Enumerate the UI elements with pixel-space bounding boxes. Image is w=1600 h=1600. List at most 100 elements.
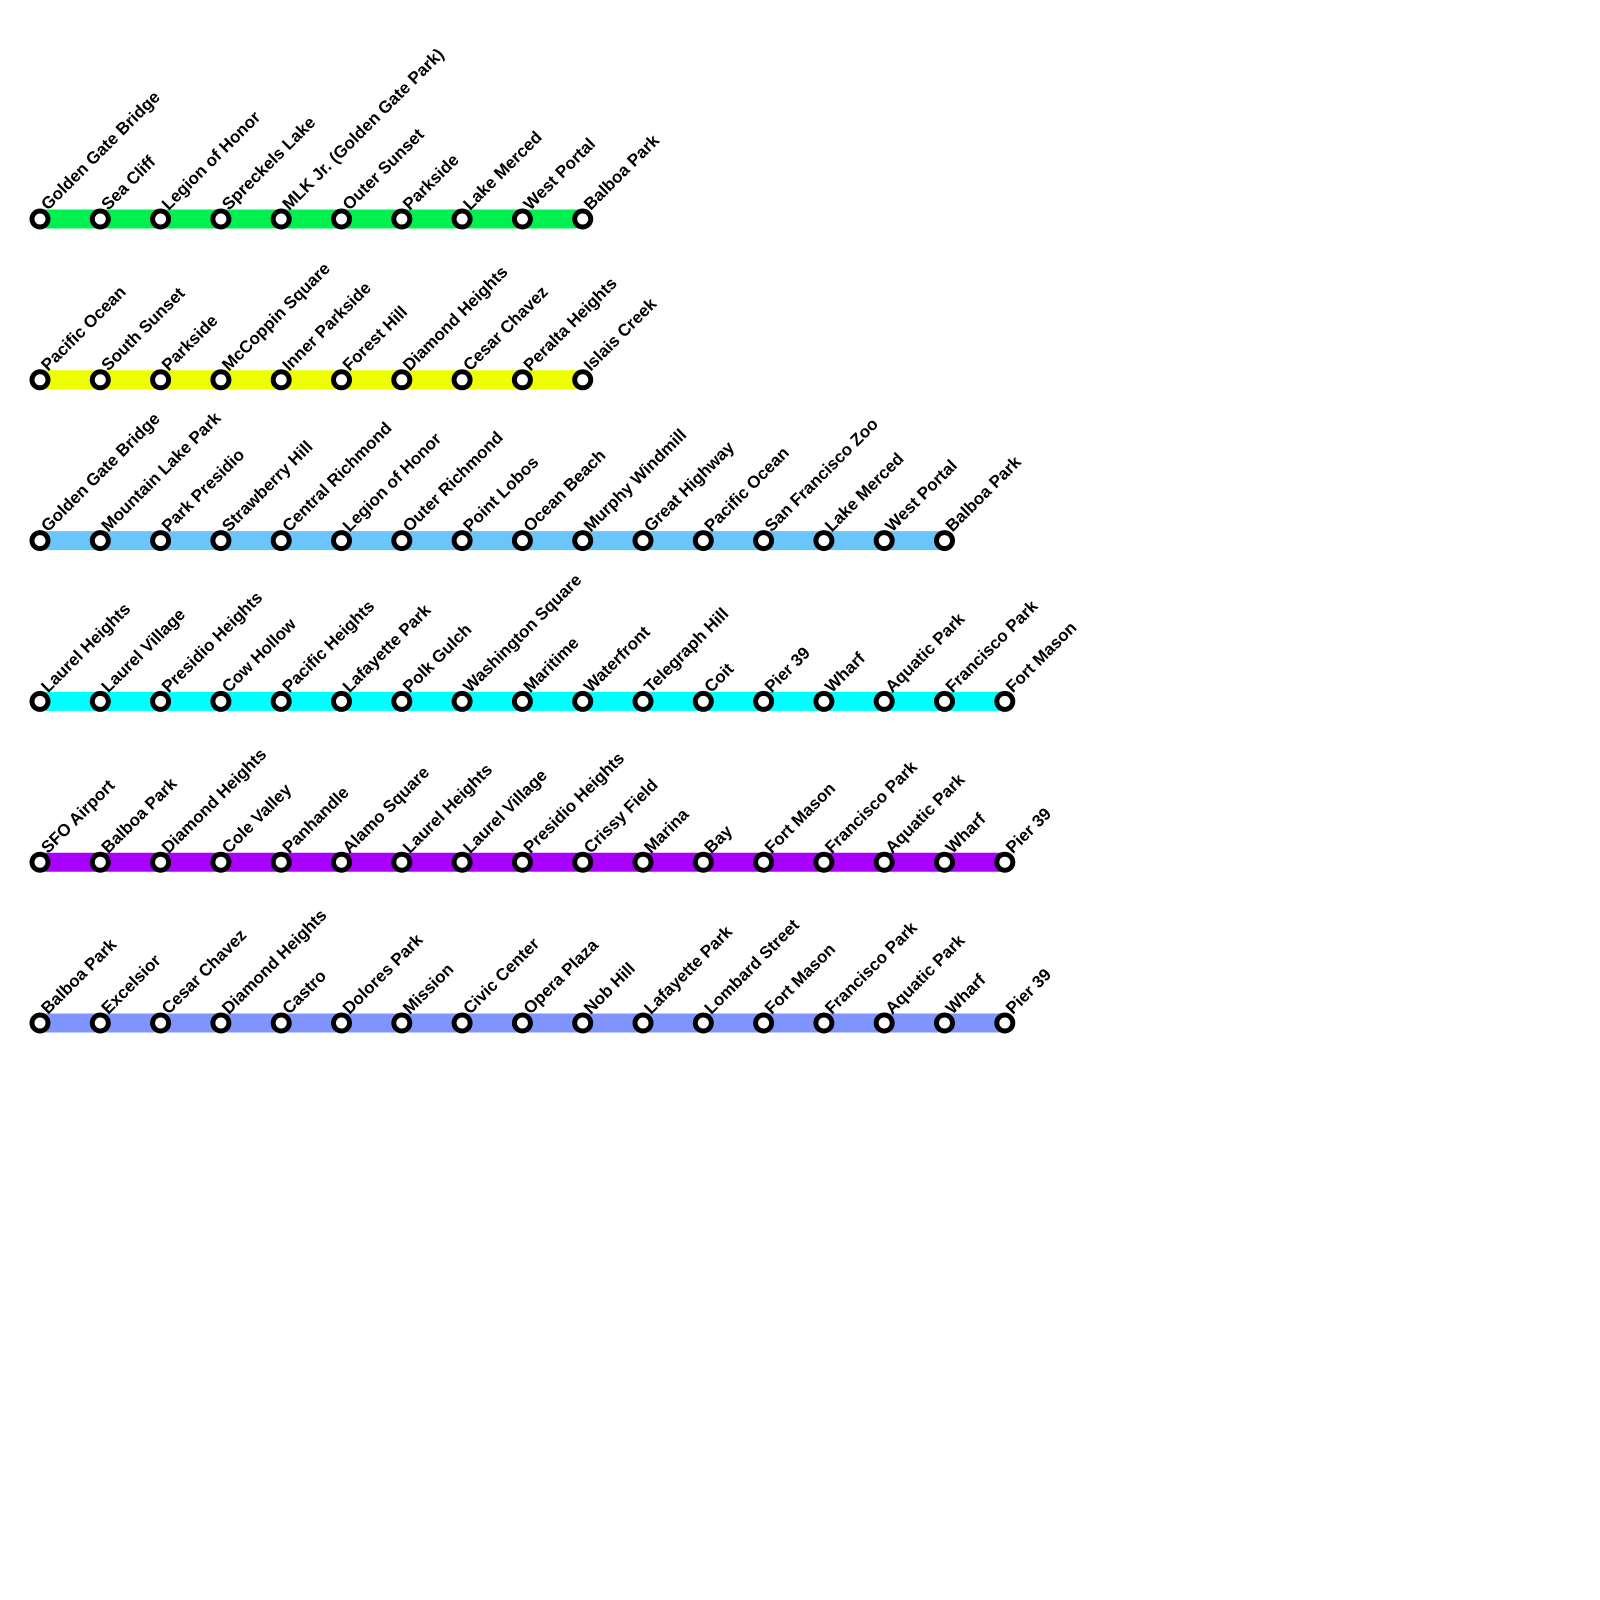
station-marker[interactable] [270,851,292,873]
station-marker[interactable] [331,1012,352,1034]
station-label: Murphy Windmill [580,425,690,535]
station-marker[interactable] [29,208,51,230]
station-marker[interactable] [89,851,111,873]
station-marker[interactable] [934,690,955,712]
station-marker[interactable] [150,208,172,230]
station-marker[interactable] [391,530,413,552]
station[interactable]: Presidio Heights [511,749,628,873]
station-marker[interactable] [391,369,413,391]
station-marker[interactable] [210,1012,232,1034]
station-marker[interactable] [270,530,292,552]
station-marker[interactable] [89,1012,111,1034]
station-marker[interactable] [210,690,232,712]
station-marker[interactable] [994,690,1016,712]
station-marker[interactable] [29,851,51,873]
station-marker[interactable] [331,690,352,712]
station-marker[interactable] [29,369,51,391]
station-marker[interactable] [391,1012,413,1034]
station-marker[interactable] [753,851,775,873]
station-marker[interactable] [873,1012,895,1034]
station-marker[interactable] [270,1012,292,1034]
station[interactable]: Legion of Honor [150,107,265,230]
station-marker[interactable] [813,1012,835,1034]
station-marker[interactable] [572,851,594,873]
station-marker[interactable] [210,530,232,552]
station-marker[interactable] [873,690,895,712]
station-marker[interactable] [511,1012,533,1034]
station-marker[interactable] [572,369,594,391]
station-marker[interactable] [29,530,51,552]
station-marker[interactable] [270,208,292,230]
station-marker[interactable] [753,690,775,712]
station-marker[interactable] [270,369,292,391]
station-marker[interactable] [150,530,172,552]
station[interactable]: Outer Richmond [391,428,507,552]
station-marker[interactable] [210,208,232,230]
station-marker[interactable] [511,208,533,230]
station-marker[interactable] [210,369,232,391]
station-marker[interactable] [29,690,51,712]
station-marker[interactable] [753,530,775,552]
station-marker[interactable] [632,1012,654,1034]
station-marker[interactable] [632,690,654,712]
station-marker[interactable] [692,851,714,873]
station-marker[interactable] [873,851,895,873]
station[interactable]: Legion of Honor [331,429,446,552]
station-marker[interactable] [150,851,172,873]
station[interactable]: Presidio Heights [150,588,267,712]
station-marker[interactable] [572,1012,594,1034]
station-marker[interactable] [692,530,714,552]
station[interactable]: Diamond Heights [150,745,271,873]
station-marker[interactable] [572,208,594,230]
station-marker[interactable] [813,690,835,712]
station[interactable]: Murphy Windmill [572,425,691,552]
station-marker[interactable] [331,530,352,552]
station-marker[interactable] [934,851,955,873]
station-marker[interactable] [451,208,473,230]
station-marker[interactable] [692,690,714,712]
station-marker[interactable] [753,1012,775,1034]
station-marker[interactable] [813,530,835,552]
station[interactable]: Diamond Heights [210,906,331,1034]
station-marker[interactable] [692,1012,714,1034]
station-marker[interactable] [451,851,473,873]
station-marker[interactable] [29,1012,51,1034]
station-marker[interactable] [934,1012,955,1034]
station-marker[interactable] [994,851,1016,873]
station-marker[interactable] [632,851,654,873]
station-marker[interactable] [89,208,111,230]
station-marker[interactable] [391,208,413,230]
station-marker[interactable] [934,530,955,552]
station-marker[interactable] [572,530,594,552]
station-marker[interactable] [572,690,594,712]
station-marker[interactable] [89,690,111,712]
station-marker[interactable] [89,369,111,391]
station-marker[interactable] [150,690,172,712]
station-marker[interactable] [813,851,835,873]
station-marker[interactable] [873,530,895,552]
station[interactable]: Diamond Heights [391,262,512,391]
station-marker[interactable] [391,851,413,873]
station-marker[interactable] [331,369,352,391]
station-marker[interactable] [994,1012,1016,1034]
station-marker[interactable] [391,690,413,712]
station-marker[interactable] [451,690,473,712]
station-marker[interactable] [331,208,352,230]
station-marker[interactable] [511,530,533,552]
station-marker[interactable] [210,851,232,873]
station-marker[interactable] [451,1012,473,1034]
station-marker[interactable] [451,530,473,552]
station-marker[interactable] [150,1012,172,1034]
station-marker[interactable] [632,530,654,552]
station-marker[interactable] [89,530,111,552]
station-marker[interactable] [331,851,352,873]
station-marker[interactable] [511,851,533,873]
station-marker[interactable] [511,369,533,391]
station[interactable]: Pier 39 [994,804,1055,873]
station-marker[interactable] [150,369,172,391]
station[interactable]: Pier 39 [994,965,1055,1034]
station-marker[interactable] [451,369,473,391]
station-marker[interactable] [511,690,533,712]
station-marker[interactable] [270,690,292,712]
